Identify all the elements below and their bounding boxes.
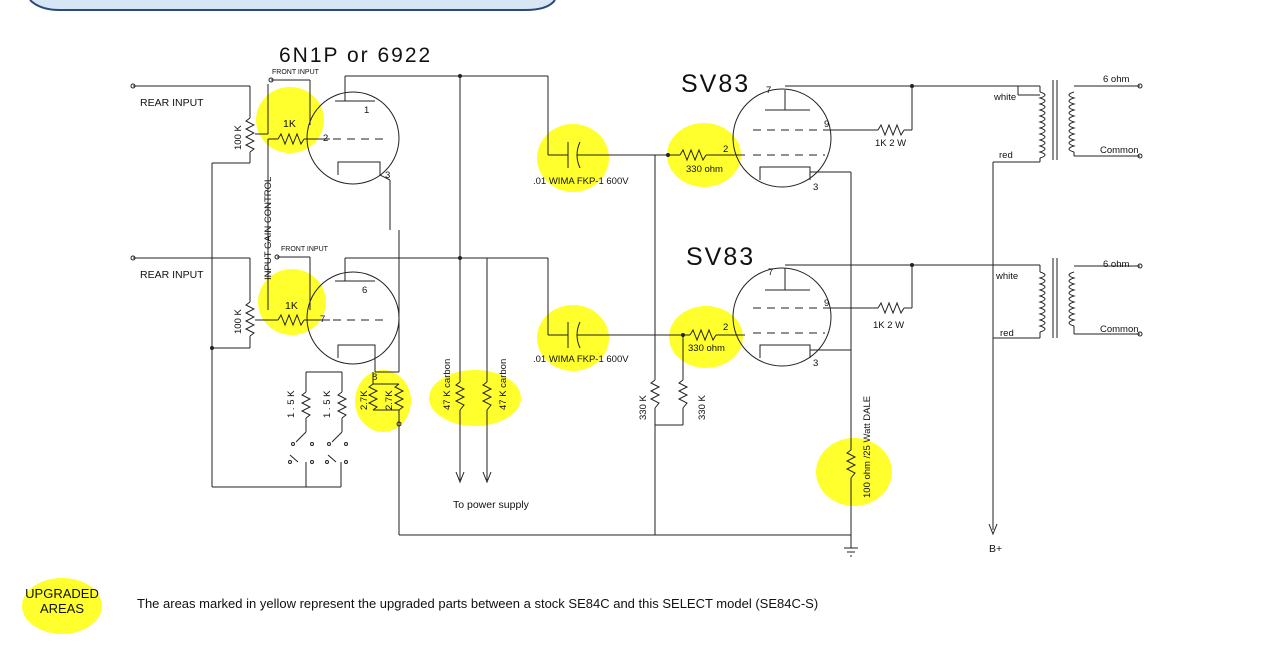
label-330ohm-top: 330 ohm (686, 164, 723, 175)
title-sv83-bottom: SV83 (686, 243, 755, 271)
label-rear-input-bottom: REAR INPUT (140, 269, 204, 281)
highlight-grid-1k-bottom (258, 269, 326, 335)
label-cathode-2-7k-a: 2.7K (359, 390, 370, 410)
title-input-tube: 6N1P or 6922 (279, 44, 432, 67)
label-47k-carbon-a: 47 K carbon (442, 359, 453, 410)
pin-label: 1 (364, 105, 369, 116)
label-330ohm-bottom: 330 ohm (688, 343, 725, 354)
screen-resistors (785, 84, 1040, 315)
label-cathode-1-5k-b: 1 . 5 K (322, 390, 333, 418)
label-cathode-2-7k-b: 2.7K (384, 390, 395, 410)
label-pot-top: 100 K (233, 125, 244, 150)
banner-edge (29, 0, 556, 11)
cathode-network (212, 371, 405, 535)
label-b-plus: B+ (989, 543, 1002, 555)
label-1k2w-top: 1K 2 W (875, 138, 906, 149)
output-transformer-top (1017, 80, 1143, 163)
highlight-cap-bottom (537, 305, 609, 371)
sv83-tube-top (732, 88, 878, 188)
label-1k-bottom: 1K (285, 300, 298, 312)
highlight-cap-top (537, 124, 609, 192)
pin-label: 7 (766, 85, 771, 96)
label-input-gain-control: INPUT GAIN CONTROL (263, 177, 274, 280)
pin-label: 6 (362, 285, 367, 296)
highlight-330ohm-top (667, 123, 741, 187)
output-transformer-bottom (1018, 258, 1143, 339)
title-sv83-top: SV83 (681, 70, 750, 98)
b-plus-rail (988, 161, 1018, 536)
pin-label: 8 (372, 372, 377, 383)
label-red-bottom: red (1000, 328, 1014, 339)
label-white-bottom: white (995, 271, 1018, 282)
pin-label: 3 (385, 170, 390, 181)
input-wiring (130, 75, 549, 487)
legend-badge (22, 578, 102, 634)
legend-text: The areas marked in yellow represent the… (137, 596, 818, 611)
grid-network (649, 148, 745, 535)
label-47k-carbon-b: 47 K carbon (498, 359, 509, 410)
coupling-caps (548, 141, 678, 349)
pin-label: 2 (723, 144, 728, 155)
output-cathode (399, 172, 858, 557)
pin-label: 9 (824, 298, 829, 309)
plate-resistors (454, 74, 493, 484)
label-cap-top: .01 WIMA FKP-1 600V (533, 176, 629, 187)
label-to-power-supply: To power supply (453, 499, 530, 511)
label-330k-a: 330 K (638, 395, 649, 420)
legend-badge-line1: UPGRADED (25, 586, 99, 601)
label-6ohm-top: 6 ohm (1103, 74, 1129, 85)
pin-label: 9 (824, 119, 829, 130)
label-1k-top: 1K (283, 118, 296, 130)
pin-label: 3 (813, 182, 818, 193)
label-330k-b: 330 K (697, 395, 708, 420)
highlight-47k-carbon (429, 370, 521, 426)
label-red-top: red (999, 150, 1013, 161)
label-front-input-bottom: FRONT INPUT (281, 246, 329, 253)
label-6ohm-bottom: 6 ohm (1103, 259, 1129, 270)
legend: UPGRADED AREAS The areas marked in yello… (22, 578, 818, 634)
pin-label: 2 (723, 322, 728, 333)
pin-label: 7 (768, 267, 773, 278)
label-rear-input-top: REAR INPUT (140, 97, 204, 109)
sv83-tube-bottom (732, 267, 878, 367)
label-dale-resistor: 100 ohm /25 Watt DALE (862, 396, 873, 498)
label-common-top: Common (1100, 145, 1139, 156)
label-pot-bottom: 100 K (233, 309, 244, 334)
input-tube-top (305, 82, 400, 185)
label-common-bottom: Common (1100, 324, 1139, 335)
label-cap-bottom: .01 WIMA FKP-1 600V (533, 354, 629, 365)
upgrade-highlights (256, 87, 892, 506)
label-cathode-1-5k-a: 1 . 5 K (286, 390, 297, 418)
pin-label: 3 (813, 358, 818, 369)
label-1k2w-bottom: 1K 2 W (873, 320, 904, 331)
legend-badge-line2: AREAS (40, 601, 84, 616)
label-white-top: white (993, 92, 1016, 103)
label-front-input-top: FRONT INPUT (272, 69, 320, 76)
